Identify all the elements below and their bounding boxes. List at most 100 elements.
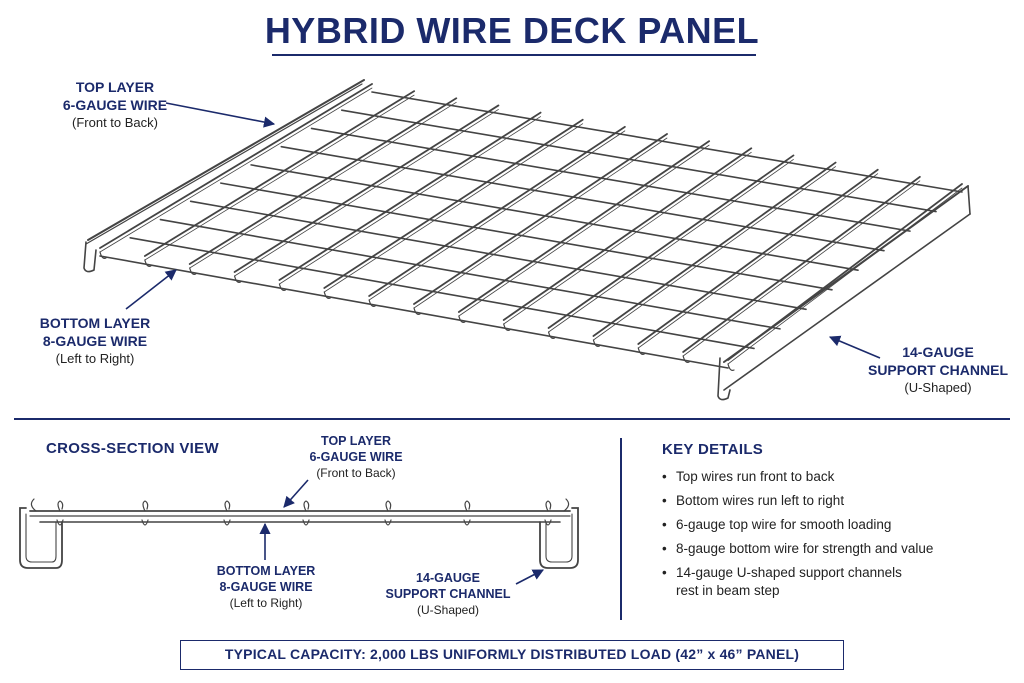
xs-wire-end	[57, 500, 64, 512]
top-wire-shadow	[323, 123, 584, 293]
bottom-wire	[280, 145, 885, 252]
xs-wire-loop	[384, 519, 392, 526]
wire-hook	[278, 283, 287, 291]
top-wire-shadow	[637, 173, 879, 349]
wire-hook	[189, 267, 197, 275]
top-wire	[323, 118, 584, 289]
top-wire	[368, 125, 626, 297]
column-divider	[620, 438, 622, 620]
callout-arrows	[125, 102, 881, 585]
xs-wire-loop	[56, 519, 64, 526]
xs-wire-loop	[463, 519, 471, 526]
title-underline	[272, 54, 756, 56]
wire-hook	[503, 323, 511, 331]
right-channel-back	[967, 185, 971, 215]
xs-wire-end	[142, 500, 149, 512]
xs-right-channel	[539, 507, 579, 569]
list-item: Top wires run front to back	[662, 468, 1002, 486]
wire-hook	[233, 275, 242, 283]
xs-wire-end	[464, 500, 471, 512]
left-channel-lip	[85, 83, 363, 245]
list-item: 8-gauge bottom wire for strength and val…	[662, 540, 1002, 558]
key-details-list: Top wires run front to back Bottom wires…	[662, 468, 1002, 606]
xs-wire-loop	[544, 519, 552, 526]
top-wire-shadow	[279, 116, 541, 285]
wire-hook	[99, 251, 107, 259]
top-wire	[682, 175, 921, 353]
label-bottom-layer: BOTTOM LAYER 8-GAUGE WIRE (Left to Right…	[39, 315, 151, 366]
page-title: HYBRID WIRE DECK PANEL	[264, 10, 760, 51]
top-wire	[99, 83, 373, 249]
wire-hook	[637, 347, 645, 355]
wire-hook	[682, 355, 690, 363]
top-wire	[278, 111, 542, 281]
arrow-xs-top-layer	[283, 479, 309, 508]
bottom-wire	[340, 109, 937, 213]
cross-section-drawing	[19, 498, 579, 569]
right-channel-end	[717, 357, 731, 401]
xs-right-channel-inner	[545, 513, 573, 563]
top-wire	[502, 147, 753, 321]
bottom-wire	[99, 255, 729, 369]
xs-end-loop-left	[30, 498, 37, 512]
top-wire	[188, 97, 458, 265]
arrow-channel	[828, 335, 881, 359]
xs-wire-end	[385, 500, 392, 512]
top-wire-shadow	[682, 180, 921, 357]
top-wire-shadow	[99, 87, 373, 253]
top-wire-shadow	[548, 159, 794, 333]
top-wire-shadow	[144, 94, 415, 261]
xs-end-loop-right	[563, 498, 570, 512]
xs-wire-end	[224, 500, 231, 512]
top-wire	[457, 140, 711, 313]
top-wire-shadow	[368, 130, 626, 301]
xs-wire-loop	[302, 519, 310, 526]
xs-left-channel	[19, 507, 63, 569]
isometric-deck-panel	[83, 79, 971, 401]
top-wire	[547, 154, 795, 329]
top-wire	[233, 104, 500, 273]
capacity-banner: TYPICAL CAPACITY: 2,000 LBS UNIFORMLY DI…	[180, 640, 844, 670]
wire-hook	[592, 339, 601, 347]
list-item: Bottom wires run left to right	[662, 492, 1002, 510]
top-wire-shadow	[503, 151, 752, 325]
wire-hook	[323, 291, 331, 299]
arrow-bottom-layer	[125, 269, 177, 310]
list-item: 6-gauge top wire for smooth loading	[662, 516, 1002, 534]
bottom-wire	[310, 127, 911, 232]
wire-hook	[727, 363, 735, 371]
left-channel-top	[87, 79, 365, 241]
top-wire-shadow	[234, 109, 499, 277]
wire-hook	[144, 259, 152, 267]
arrow-xs-channel	[515, 569, 544, 585]
left-channel-end	[83, 241, 97, 273]
wire-hook	[413, 307, 421, 315]
key-details-heading: KEY DETAILS	[662, 441, 764, 458]
xs-label-bottom-layer: BOTTOM LAYER 8-GAUGE WIRE (Left to Right…	[216, 564, 316, 610]
top-wire-shadow	[189, 101, 457, 269]
bottom-wire	[371, 91, 963, 193]
bottom-wire	[129, 236, 755, 350]
top-wire	[143, 90, 416, 257]
top-wire-shadow	[593, 166, 836, 341]
list-item: 14-gauge U-shaped support channels rest …	[662, 564, 906, 600]
wire-hook	[458, 315, 466, 323]
xs-label-channel: 14-GAUGE SUPPORT CHANNEL (U-Shaped)	[385, 571, 511, 617]
top-wire-shadow	[458, 144, 710, 317]
xs-left-channel-inner	[25, 513, 57, 563]
label-top-layer: TOP LAYER 6-GAUGE WIRE (Front to Back)	[62, 79, 168, 130]
right-channel-top	[723, 185, 969, 363]
label-support-channel: 14-GAUGE SUPPORT CHANNEL (U-Shaped)	[867, 344, 1008, 395]
top-wire	[592, 161, 837, 337]
section-divider	[14, 418, 1010, 420]
wire-hook	[368, 299, 376, 307]
xs-wire-loop	[141, 519, 149, 526]
xs-wire-end	[303, 500, 310, 512]
top-wire-shadow	[413, 137, 668, 309]
xs-label-top-layer: TOP LAYER 6-GAUGE WIRE (Front to Back)	[309, 434, 403, 480]
bottom-wire	[189, 200, 807, 311]
top-wire	[637, 168, 879, 345]
arrow-top-layer	[165, 102, 276, 128]
bottom-wire	[250, 164, 859, 272]
